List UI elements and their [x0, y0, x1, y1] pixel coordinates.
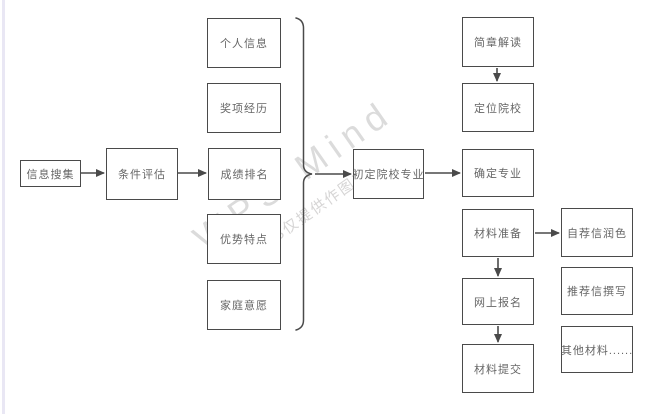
node-label: 材料准备	[474, 228, 522, 240]
node-label: 网上报名	[474, 296, 522, 309]
node-label: 信息搜集	[26, 168, 75, 181]
flow-node-material-preparation[interactable]: 材料准备	[462, 209, 534, 257]
group-brace	[295, 17, 313, 331]
node-label: 定位院校	[474, 102, 522, 115]
flow-node-other-materials[interactable]: 其他材料......	[561, 326, 633, 373]
node-label: 材料提交	[474, 363, 522, 376]
node-label: 条件评估	[118, 169, 166, 181]
flow-node-awards-experience[interactable]: 奖项经历	[207, 83, 281, 133]
node-label: 自荐信润色	[567, 227, 627, 240]
node-label: 确定专业	[474, 168, 522, 180]
page-edge-strip	[2, 0, 5, 414]
flow-node-grade-ranking[interactable]: 成绩排名	[208, 148, 281, 200]
flow-node-self-recommendation-letter-polish[interactable]: 自荐信润色	[561, 208, 633, 257]
node-label: 家庭意愿	[220, 300, 268, 312]
flow-node-condition-evaluation[interactable]: 条件评估	[106, 148, 178, 200]
node-label: 初定院校专业	[352, 169, 425, 181]
flow-node-preliminary-school-major[interactable]: 初定院校专业	[353, 149, 424, 199]
flow-node-major-confirmation[interactable]: 确定专业	[462, 149, 534, 197]
flow-node-strengths[interactable]: 优势特点	[207, 214, 281, 264]
flow-node-info-collection[interactable]: 信息搜集	[20, 160, 81, 187]
node-label: 推荐信撰写	[567, 286, 627, 298]
node-label: 成绩排名	[220, 169, 269, 181]
flow-node-online-registration[interactable]: 网上报名	[462, 278, 534, 325]
flow-node-material-submission[interactable]: 材料提交	[462, 344, 534, 393]
flow-node-recommendation-letter-writing[interactable]: 推荐信撰写	[561, 267, 633, 315]
flow-node-school-positioning[interactable]: 定位院校	[462, 83, 534, 132]
node-label: 其他材料......	[560, 344, 634, 357]
watermark-subtitle: WPS仅提供作图工具	[246, 155, 387, 261]
node-label: 简章解读	[474, 37, 522, 49]
flow-node-personal-info[interactable]: 个人信息	[207, 18, 281, 68]
node-label: 奖项经历	[220, 103, 268, 115]
node-label: 个人信息	[220, 38, 268, 50]
flow-node-family-wishes[interactable]: 家庭意愿	[207, 280, 281, 330]
flow-node-brochure-reading[interactable]: 简章解读	[462, 17, 534, 67]
node-label: 优势特点	[220, 234, 268, 246]
